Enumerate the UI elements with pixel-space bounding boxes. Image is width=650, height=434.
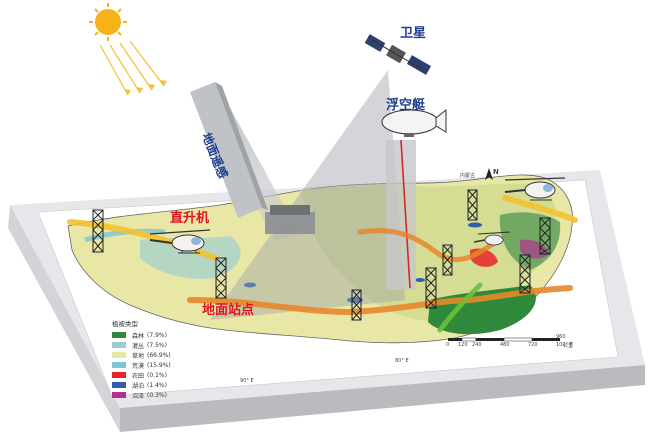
sun-icon [89,3,167,96]
lon-label-80: 80° E [395,358,409,364]
legend-item-name: 沼泽 [132,392,145,400]
legend-title: 植被类型 [112,320,138,328]
remote-sensing-column [190,82,268,218]
transect-bands [67,195,578,333]
legend-item: 荒漠(15.9%) [112,360,171,370]
legend-swatch [112,362,126,368]
legend-item-pct: (7.9%) [147,331,167,339]
inner-mongolia-label: 内蒙古 [460,173,476,179]
legend-swatch [112,342,126,348]
ground-station-label: 地面站点 [202,303,255,318]
scale-tick: 720 [528,342,538,348]
satellite-view-cone [210,70,405,320]
legend-item-pct: (15.9%) [147,361,171,369]
tower [351,289,362,321]
scale-tick: 120 [458,342,468,348]
legend-item-name: 森林 [132,332,145,340]
airship-label: 浮空艇 [386,98,426,113]
scale-tick: 960 [556,334,566,340]
vegetation-legend: 植被类型 森林(7.9%)灌丛(7.5%)草地(66.9%)荒漠(15.9%)农… [112,318,171,400]
legend-item: 灌丛(7.5%) [112,340,171,350]
legend-item: 森林(7.9%) [112,330,171,340]
tower [92,209,104,253]
legend-item-pct: (66.9%) [147,351,171,359]
legend-item-name: 湖泊 [132,382,145,390]
ground-sensor-unit [265,205,315,234]
tower [215,257,227,299]
helicopter-label: 直升机 [170,211,210,226]
scale-tick: 0 [446,342,450,348]
satellite-label: 卫星 [400,26,427,41]
ground-station-towers [92,189,551,321]
legend-item-name: 草地 [132,352,145,360]
legend-item-pct: (1.4%) [147,381,167,389]
legend-item-pct: (7.5%) [147,341,167,349]
airship-icon [381,108,447,137]
legend-swatch [112,392,126,398]
legend-swatch [112,332,126,338]
legend-swatch [112,372,126,378]
tower [442,244,453,276]
tower [519,254,531,294]
legend-item-name: 荒漠 [132,362,145,370]
legend-item-pct: (0.3%) [147,391,167,399]
legend-item: 草地(66.9%) [112,350,171,360]
tower [467,189,478,221]
legend-swatch [112,352,126,358]
satellite-icon [364,34,432,75]
tower [539,217,551,255]
airship-column [386,139,416,290]
lon-label-100: 100° E [556,342,573,348]
north-arrow-icon [485,168,493,180]
legend-item: 沼泽(0.3%) [112,390,171,400]
scale-unit: 公里 [563,343,574,349]
north-label: N [493,168,499,176]
helicopter-west [149,229,211,254]
legend-item: 农田(0.1%) [112,370,171,380]
legend-item-pct: (0.1%) [147,371,167,379]
scale-bar [448,337,560,342]
lon-label-90: 90° E [240,378,254,384]
helicopter-east [504,177,566,201]
scale-tick: 480 [500,342,510,348]
legend-item: 湖泊(1.4%) [112,380,171,390]
legend-item-name: 农田 [132,372,145,380]
legend-item-name: 灌丛 [132,342,145,350]
helicopter-small [473,231,511,246]
scale-tick: 240 [472,342,482,348]
tower [425,267,437,309]
legend-swatch [112,382,126,388]
